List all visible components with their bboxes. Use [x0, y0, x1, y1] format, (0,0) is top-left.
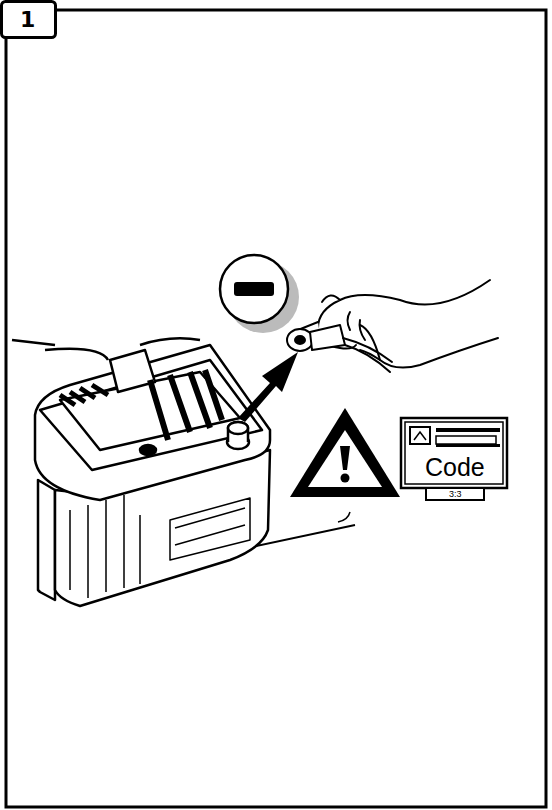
hand-with-cable-clamp: [287, 280, 498, 372]
direction-arrow: [238, 352, 298, 422]
display-text: Code: [425, 455, 485, 480]
page-frame: [6, 10, 546, 807]
display-subtext: 3:3: [449, 490, 462, 499]
radio-code-display: [401, 418, 507, 500]
warning-triangle: [290, 408, 400, 522]
step-number: 1: [20, 9, 35, 31]
minus-symbol: [220, 255, 299, 333]
step-tab: [2, 2, 56, 38]
battery: [12, 338, 270, 606]
